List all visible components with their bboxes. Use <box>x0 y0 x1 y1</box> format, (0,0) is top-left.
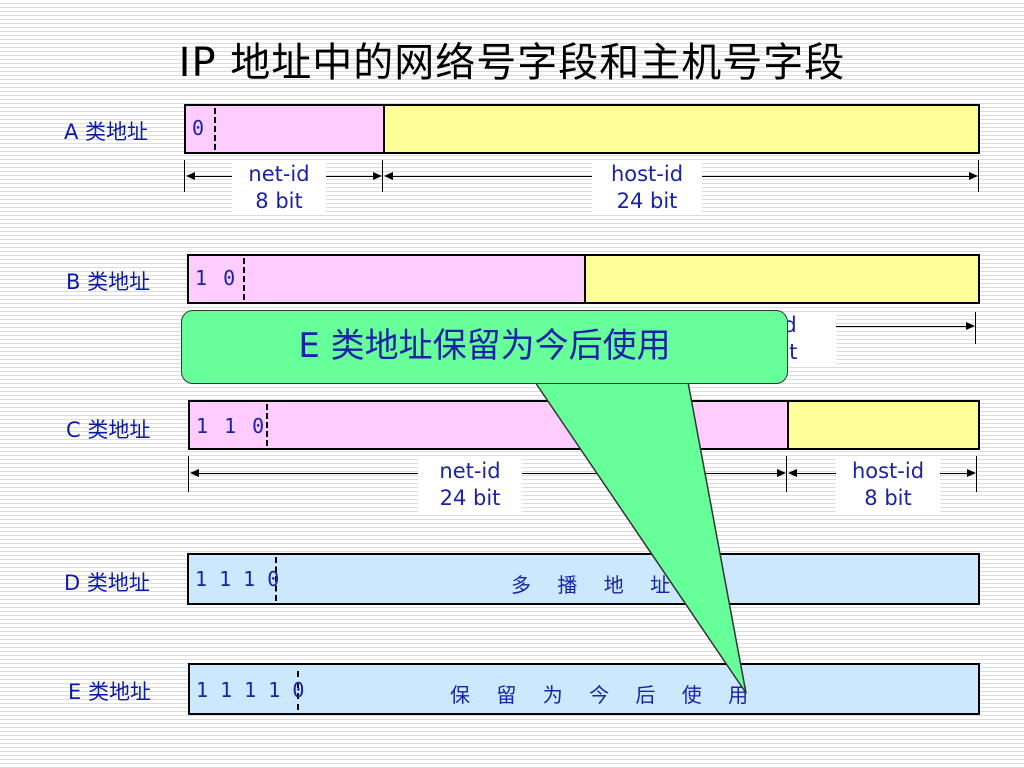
class-d-prefix-divider <box>275 557 277 601</box>
class-a-host-field <box>385 106 978 152</box>
a-net-id-text: net-id <box>248 162 310 186</box>
class-e-reserved-field: 保 留 为 今 后 使 用 <box>450 683 759 707</box>
class-e-prefix-divider <box>297 671 299 713</box>
a-net-arrow-left <box>186 172 195 180</box>
a-measure-tick-right <box>978 160 979 192</box>
a-host-arrow-left <box>384 172 393 180</box>
class-c-prefix-divider <box>266 404 268 446</box>
c-measure-tick-right <box>976 456 977 492</box>
c-host-measure-label: host-id 8 bit <box>836 458 940 512</box>
c-host-arrow-left <box>788 469 797 477</box>
c-net-measure-label: net-id 24 bit <box>418 458 522 512</box>
a-measure-tick-mid <box>382 160 383 192</box>
a-host-bits-text: 24 bit <box>616 189 678 213</box>
b-measure-tick-right <box>975 312 976 344</box>
row-label-class-c: C 类地址 <box>66 418 151 442</box>
a-host-measure-label: host-id 24 bit <box>592 161 702 215</box>
row-label-class-d: D 类地址 <box>64 571 150 595</box>
a-net-bits-text: 8 bit <box>255 189 303 213</box>
class-a-prefix-divider <box>214 108 216 150</box>
row-label-class-a: A 类地址 <box>64 120 149 144</box>
class-e-address-bar: 1 1 1 1 0 保 留 为 今 后 使 用 <box>188 663 980 715</box>
c-net-arrow-right <box>777 469 786 477</box>
class-c-field-divider <box>787 402 789 448</box>
class-d-prefix-bits: 1 1 1 0 <box>195 567 280 591</box>
class-a-address-bar: 0 <box>184 104 980 154</box>
class-b-prefix-bits: 1 0 <box>195 266 238 290</box>
c-host-arrow-right <box>967 469 976 477</box>
c-net-bits-text: 24 bit <box>439 486 501 510</box>
c-host-id-text: host-id <box>851 459 925 483</box>
a-net-measure-label: net-id 8 bit <box>232 161 326 215</box>
class-a-net-field <box>186 106 384 152</box>
class-b-host-field <box>586 256 978 302</box>
row-label-class-e: E 类地址 <box>68 680 151 704</box>
class-c-host-field <box>789 402 978 448</box>
c-net-id-text: net-id <box>439 459 501 483</box>
c-measure-tick-mid <box>786 456 787 492</box>
class-b-net-field <box>189 256 585 302</box>
c-host-bits-text: 8 bit <box>864 486 912 510</box>
class-a-field-divider <box>383 106 385 152</box>
class-b-prefix-divider <box>243 258 245 300</box>
c-measure-tick-left <box>188 456 189 492</box>
class-a-prefix-bits: 0 <box>192 116 207 140</box>
class-b-field-divider <box>584 256 586 302</box>
a-host-id-text: host-id <box>610 162 684 186</box>
row-label-class-b: B 类地址 <box>66 270 151 294</box>
class-b-address-bar: 1 0 <box>187 254 980 304</box>
c-net-arrow-left <box>190 469 199 477</box>
a-host-arrow-right <box>969 172 978 180</box>
a-net-arrow-right <box>373 172 382 180</box>
class-c-prefix-bits: 1 1 0 <box>196 414 267 438</box>
a-measure-tick-left <box>184 160 185 192</box>
callout-text: E 类地址保留为今后使用 <box>298 326 671 366</box>
class-d-multicast-field: 多 播 地 址 <box>511 573 681 597</box>
page-title: IP 地址中的网络号字段和主机号字段 <box>178 40 846 86</box>
b-host-arrow-right <box>966 322 975 330</box>
class-d-address-bar: 1 1 1 0 多 播 地 址 <box>187 553 980 605</box>
class-e-prefix-bits: 1 1 1 1 0 <box>196 678 305 702</box>
b-host-measure-line <box>826 326 970 327</box>
callout-box <box>181 310 788 384</box>
